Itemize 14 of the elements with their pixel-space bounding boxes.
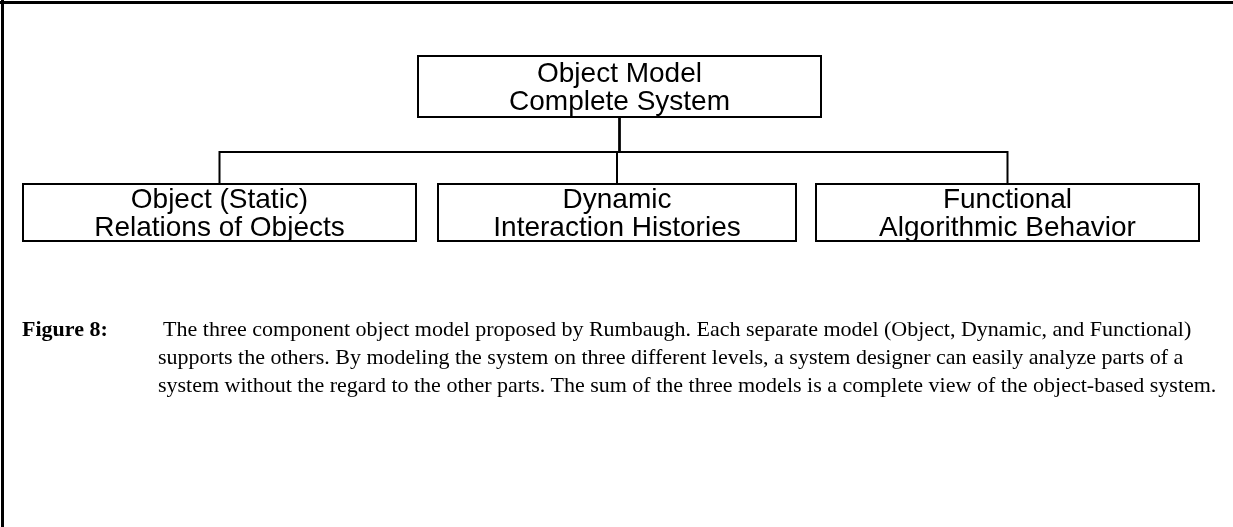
model-box: [815, 183, 1200, 242]
model-box: [417, 55, 822, 118]
figure-caption: Figure 8: The three component object model proposed by Rumbaugh. Each separate model (Object, Dynamic, and Functional) supports the others. By modeling the system on three different levels, a system designer can easily analyze parts of a system without the regard to the other parts. The sum of the three models is a complete view of the object-based system.: [22, 315, 1217, 399]
box-label: Object (Static): [130, 184, 309, 213]
connector-line: [618, 117, 1009, 184]
box-label: Relations of Objects: [94, 212, 345, 241]
model-box: [437, 183, 797, 242]
box-label: Interaction Histories: [493, 212, 741, 241]
box-label: Functional: [942, 184, 1073, 213]
model-box: [22, 183, 417, 242]
box-label: Complete System: [509, 86, 730, 115]
box-label: Object Model: [537, 58, 702, 87]
box-label: Dynamic: [562, 184, 672, 213]
box-label: Algorithmic Behavior: [879, 212, 1136, 241]
